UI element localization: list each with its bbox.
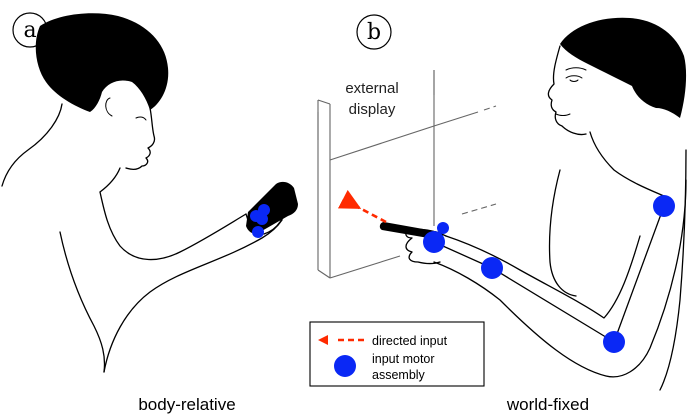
arm-upper-line [613, 205, 665, 343]
woman-a-face [125, 107, 156, 170]
motor-b-wrist [423, 231, 445, 253]
panel-b-letter: b [367, 20, 381, 45]
legend-motor-line1: input motor [372, 352, 435, 366]
display-label-line1: external [345, 80, 398, 97]
woman-a-torso [59, 231, 106, 373]
motor-a-2 [258, 204, 270, 216]
external-display [317, 70, 497, 279]
panel-b: b external display [309, 14, 687, 414]
panel-a-letter: a [23, 18, 36, 43]
legend-box [309, 321, 485, 387]
panel-b-label: b [356, 14, 392, 50]
woman-b-chest [548, 169, 577, 297]
woman-b-lips [555, 113, 571, 116]
woman-b-face [547, 45, 587, 136]
woman-b-neck [589, 131, 665, 197]
woman-a-eye [135, 116, 147, 121]
panel-a: a body-relative [1, 12, 298, 414]
woman-a-hair [35, 13, 169, 112]
arm-forearm-line [491, 267, 615, 343]
legend-directed-input: directed input [372, 334, 448, 348]
panel-a-caption: body-relative [138, 395, 235, 414]
woman-a-arm [99, 191, 247, 261]
woman-b-forearm-top [445, 235, 641, 319]
woman-a-neck [99, 167, 121, 193]
woman-a-back [1, 103, 63, 187]
legend-motor-swatch [334, 355, 356, 377]
woman-a-forearm [103, 219, 283, 373]
woman-b-arm [433, 179, 687, 378]
motor-b-forearm [481, 257, 503, 279]
motor-b-shoulder [653, 195, 675, 217]
woman-b-body [659, 149, 687, 391]
phone-a [246, 181, 298, 234]
legend: directed input input motor assembly [309, 321, 485, 387]
directed-input-arrow [337, 189, 387, 224]
motor-b-elbow [603, 331, 625, 353]
woman-a-ear [105, 97, 113, 117]
display-label-line2: display [349, 101, 396, 118]
woman-b-eye [565, 75, 583, 82]
woman-b-brow [565, 67, 587, 71]
legend-motor-line2: assembly [372, 368, 426, 382]
panel-b-caption: world-fixed [506, 395, 589, 414]
legend-arrow-head [318, 335, 328, 345]
motor-a-3 [256, 213, 268, 225]
woman-b-hair [560, 17, 687, 118]
motor-b-finger [437, 222, 449, 234]
motor-a-4 [252, 226, 264, 238]
